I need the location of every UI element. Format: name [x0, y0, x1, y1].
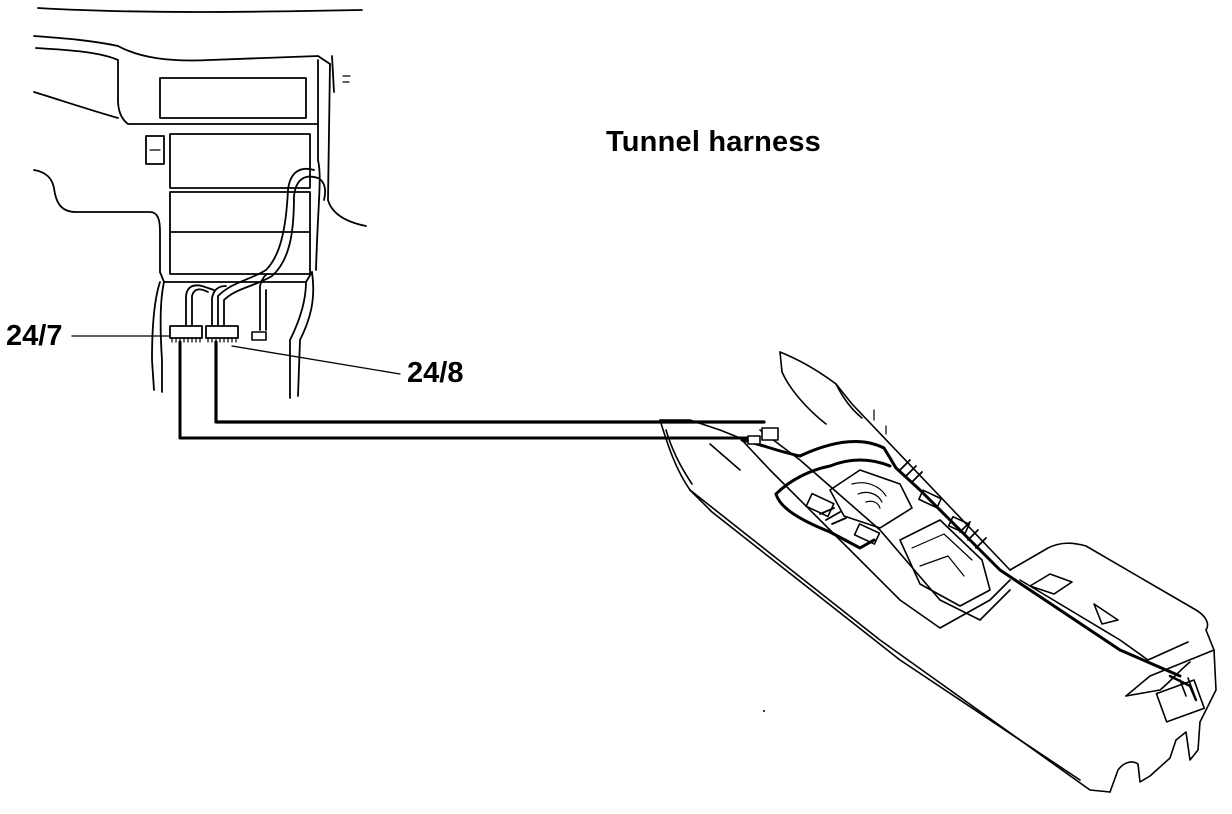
- connector-24-7: [169, 325, 203, 343]
- console-connector: [747, 427, 779, 445]
- leader-24-8: [231, 345, 401, 375]
- console-harness: [740, 438, 1198, 702]
- harness-run: [178, 340, 766, 440]
- dashboard-drawing: [33, 7, 367, 399]
- dashboard-wires: [185, 168, 326, 331]
- connector-label-24-7: 24/7: [6, 320, 63, 352]
- connector-24-8: [205, 325, 239, 343]
- center-console-drawing: [659, 351, 1217, 793]
- diagram-title: Tunnel harness: [606, 126, 821, 158]
- small-connector: [251, 331, 267, 341]
- connector-label-24-8: 24/8: [407, 357, 464, 389]
